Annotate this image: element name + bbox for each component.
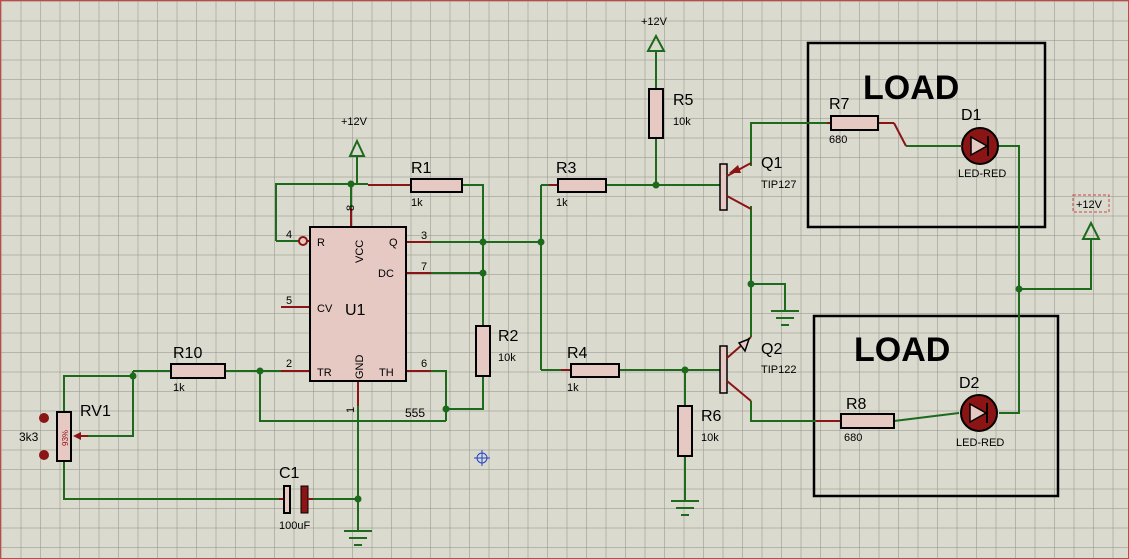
svg-text:R6: R6: [701, 408, 722, 425]
ground-icon: [671, 500, 699, 516]
pin-number-dc: 7: [421, 261, 427, 273]
pin-number-vcc: 8: [345, 205, 357, 211]
svg-text:R2: R2: [498, 328, 519, 345]
led-d1[interactable]: D1 LED-RED: [958, 107, 1006, 180]
svg-text:+12V: +12V: [341, 116, 368, 128]
svg-text:R3: R3: [556, 160, 577, 177]
svg-text:1k: 1k: [411, 197, 423, 209]
svg-text:680: 680: [829, 134, 847, 146]
power-12v-r5[interactable]: +12V: [641, 16, 668, 52]
pin-label-cv: CV: [317, 303, 333, 315]
pin-label-dc: DC: [378, 268, 394, 280]
svg-text:10k: 10k: [701, 432, 719, 444]
load-label-top: LOAD: [863, 69, 959, 107]
junction-dots: [129, 180, 1023, 503]
power-12v-555[interactable]: +12V: [341, 116, 368, 157]
svg-text:R4: R4: [567, 345, 588, 362]
pin-label-q: Q: [389, 237, 398, 249]
ground-icon: [771, 310, 799, 326]
svg-text:680: 680: [844, 432, 862, 444]
potentiometer-rv1[interactable]: RV1 3k3 93%: [19, 403, 111, 462]
pin-label-vcc: VCC: [354, 240, 366, 263]
svg-text:1k: 1k: [567, 382, 579, 394]
svg-text:1k: 1k: [556, 197, 568, 209]
svg-text:R5: R5: [673, 92, 694, 109]
load-label-bottom: LOAD: [854, 331, 950, 369]
svg-text:R10: R10: [173, 345, 202, 362]
svg-text:D2: D2: [959, 375, 980, 392]
svg-text:+12V: +12V: [641, 16, 668, 28]
svg-text:1k: 1k: [173, 382, 185, 394]
led-d2[interactable]: D2 LED-RED: [956, 375, 1004, 449]
svg-text:10k: 10k: [673, 116, 691, 128]
svg-text:D1: D1: [961, 107, 982, 124]
pot-terminal-icon: [39, 413, 49, 423]
resistor-r7[interactable]: R7 680: [829, 96, 879, 146]
ic-name: U1: [345, 302, 366, 319]
svg-text:3k3: 3k3: [19, 430, 39, 444]
pin-label-tr: TR: [317, 367, 332, 379]
pin-number-th: 6: [421, 358, 427, 370]
load-box-bottom[interactable]: [812, 314, 1060, 498]
svg-text:93%: 93%: [61, 430, 70, 446]
transistor-q1[interactable]: Q1 TIP127: [719, 155, 796, 211]
resistor-r4[interactable]: R4 1k: [567, 345, 620, 394]
ground-icon: [344, 530, 372, 546]
power-12v-right[interactable]: +12V: [1072, 194, 1110, 240]
svg-text:LED-RED: LED-RED: [956, 437, 1004, 449]
resistor-r5[interactable]: R5 10k: [648, 88, 694, 139]
svg-text:Q1: Q1: [761, 155, 782, 172]
resistor-r1[interactable]: R1 1k: [410, 160, 463, 209]
power-arrow-icon: [348, 138, 366, 157]
load-box-top[interactable]: [806, 41, 1047, 229]
svg-text:LED-RED: LED-RED: [958, 168, 1006, 180]
pin-stubs: [281, 122, 907, 422]
pin-number-tr: 2: [286, 358, 292, 370]
svg-text:C1: C1: [279, 465, 300, 482]
resistor-r3[interactable]: R3 1k: [556, 160, 607, 209]
pin-number-reset: 4: [286, 229, 292, 241]
capacitor-c1[interactable]: C1 100uF: [279, 465, 313, 532]
svg-text:TIP127: TIP127: [761, 179, 796, 191]
resistor-r2[interactable]: R2 10k: [475, 325, 519, 377]
svg-text:R8: R8: [846, 396, 867, 413]
svg-text:RV1: RV1: [80, 403, 111, 420]
ic-type: 555: [405, 406, 425, 420]
pin-label-th: TH: [379, 367, 394, 379]
pin-number-cv: 5: [286, 295, 292, 307]
svg-text:+12V: +12V: [1076, 199, 1103, 211]
pin-label-reset: R: [317, 237, 325, 249]
pin-number-q: 3: [421, 230, 427, 242]
svg-text:100uF: 100uF: [279, 520, 310, 532]
pot-terminal-icon: [39, 450, 49, 460]
svg-text:TIP122: TIP122: [761, 364, 796, 376]
resistor-r10[interactable]: R10 1k: [170, 345, 226, 394]
svg-text:Q2: Q2: [761, 341, 782, 358]
svg-text:10k: 10k: [498, 352, 516, 364]
resistor-r6[interactable]: R6 10k: [677, 405, 722, 457]
svg-text:R7: R7: [829, 96, 850, 113]
svg-text:R1: R1: [411, 160, 432, 177]
wires: [63, 51, 1092, 531]
pin-label-gnd: GND: [354, 355, 366, 380]
crosshair-cursor-icon: [474, 450, 490, 466]
resistor-r8[interactable]: R8 680: [840, 396, 895, 444]
power-arrow-icon: [646, 33, 666, 52]
pin-number-gnd: 1: [345, 407, 357, 413]
ic-555[interactable]: U1 R Q DC CV TR TH VCC GND 4 8 3 7 5 2 6…: [286, 205, 427, 420]
transistor-q2[interactable]: Q2 TIP122: [719, 336, 796, 402]
power-arrow-icon: [1081, 220, 1101, 240]
